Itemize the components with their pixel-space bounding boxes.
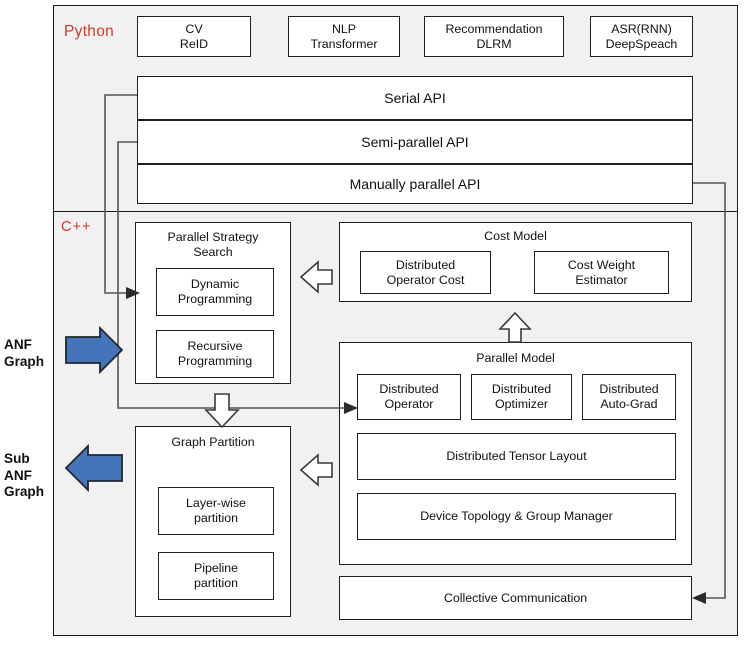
item-line1: Cost Weight xyxy=(567,257,636,272)
item-line2: Estimator xyxy=(575,272,628,287)
cpp-layer-label: C++ xyxy=(61,219,92,235)
group-cost-model: Cost Model Distributed Operator Cost Cos… xyxy=(339,222,692,302)
model-box-line1: NLP xyxy=(331,21,357,36)
item-line2: Operator Cost xyxy=(386,272,465,287)
item-line2: Optimizer xyxy=(494,397,548,411)
api-box-manually-parallel: Manually parallel API xyxy=(137,164,693,204)
item-line2: partition xyxy=(193,576,239,590)
group-title: Parallel Model xyxy=(476,351,555,365)
model-box-line2: DLRM xyxy=(476,36,512,51)
model-box-recommendation-dlrm: Recommendation DLRM xyxy=(424,16,564,57)
label-anf-graph-line1: ANF xyxy=(4,337,32,352)
group-title: Cost Model xyxy=(484,229,547,243)
group-title-line1: Parallel Strategy xyxy=(167,230,259,244)
model-box-asr-deepspeech: ASR(RNN) DeepSpeach xyxy=(590,16,693,57)
group-title-line2: Search xyxy=(193,245,233,259)
item-distributed-auto-grad: Distributed Auto-Grad xyxy=(582,374,676,420)
label-anf-graph: ANF Graph xyxy=(4,337,44,370)
item-layer-wise-partition: Layer-wise partition xyxy=(158,487,274,535)
model-box-nlp-transformer: NLP Transformer xyxy=(288,16,400,57)
group-graph-partition: Graph Partition Layer-wise partition Pip… xyxy=(135,426,291,617)
label-sub-anf-graph-line3: Graph xyxy=(4,484,45,499)
box-collective-communication: Collective Communication xyxy=(339,576,692,620)
api-box-semi-parallel: Semi-parallel API xyxy=(137,120,693,164)
item-line2: Auto-Grad xyxy=(600,397,658,411)
api-box-serial: Serial API xyxy=(137,76,693,120)
group-parallel-strategy-search: Parallel Strategy Search Dynamic Program… xyxy=(135,222,291,384)
item-line1: Pipeline xyxy=(193,561,239,575)
item-pipeline-partition: Pipeline partition xyxy=(158,552,274,600)
item-line1: Layer-wise xyxy=(186,496,246,510)
model-box-line1: CV xyxy=(185,21,203,36)
item-line2: Operator xyxy=(384,397,434,411)
item-line1: Distributed xyxy=(395,257,456,272)
item-distributed-tensor-layout: Distributed Tensor Layout xyxy=(357,433,676,480)
item-recursive-programming: Recursive Programming xyxy=(156,330,274,378)
model-box-line2: ReID xyxy=(179,36,209,51)
label-sub-anf-graph: Sub ANF Graph xyxy=(4,451,44,501)
item-line1: Dynamic xyxy=(190,277,240,291)
model-box-line2: Transformer xyxy=(310,36,378,51)
model-box-cv-reid: CV ReID xyxy=(137,16,251,57)
model-box-line2: DeepSpeach xyxy=(605,36,678,51)
item-line1: Distributed xyxy=(491,382,552,396)
item-distributed-operator: Distributed Operator xyxy=(357,374,461,420)
item-line1: Distributed xyxy=(379,382,439,396)
item-distributed-operator-cost: Distributed Operator Cost xyxy=(360,251,491,294)
item-cost-weight-estimator: Cost Weight Estimator xyxy=(534,251,669,294)
item-line2: Programming xyxy=(177,292,253,306)
group-parallel-model: Parallel Model Distributed Operator Dist… xyxy=(339,342,692,565)
model-box-line1: Recommendation xyxy=(445,21,543,36)
model-box-line1: ASR(RNN) xyxy=(611,21,672,36)
label-sub-anf-graph-line1: Sub xyxy=(4,451,30,466)
item-dynamic-programming: Dynamic Programming xyxy=(156,268,274,316)
label-anf-graph-line2: Graph xyxy=(4,353,45,369)
item-distributed-optimizer: Distributed Optimizer xyxy=(471,374,572,420)
python-layer-label: Python xyxy=(64,23,115,40)
item-line2: Programming xyxy=(177,354,253,368)
group-title: Graph Partition xyxy=(171,435,255,449)
item-device-topology-group-manager: Device Topology & Group Manager xyxy=(357,493,676,540)
label-sub-anf-graph-line2: ANF xyxy=(4,467,32,483)
item-line1: Recursive xyxy=(187,339,243,353)
item-line1: Distributed xyxy=(599,382,659,396)
item-line2: partition xyxy=(193,511,239,525)
